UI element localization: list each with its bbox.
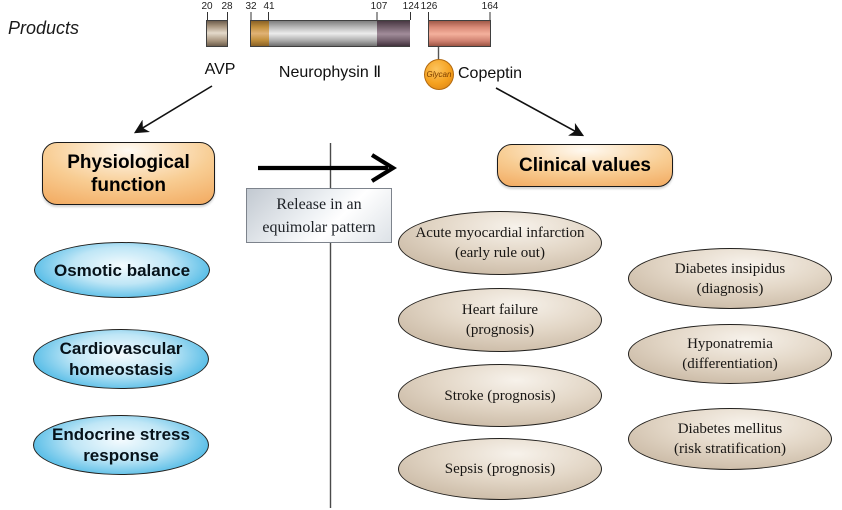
sequence-tick-label: 126	[420, 1, 438, 12]
sequence-tick-label: 20	[201, 1, 213, 12]
physiological-function-box: Physiological function	[42, 142, 215, 205]
neurophysin-gray-segment	[269, 21, 377, 46]
clinical-ellipse-heart-failure: Heart failure (prognosis)	[398, 288, 602, 352]
avp-label: AVP	[204, 61, 236, 78]
clinical-ellipse-sepsis: Sepsis (prognosis)	[398, 438, 602, 500]
neurophysin-label: Neurophysin Ⅱ	[278, 64, 382, 81]
function-ellipse-endocrine-stress-response: Endocrine stress response	[33, 415, 209, 475]
avp-segment-bar	[206, 20, 228, 47]
clinical-ellipse-diabetes-mellitus: Diabetes mellitus (risk stratification)	[628, 408, 832, 470]
clinical-values-box: Clinical values	[497, 144, 673, 187]
clinical-ellipse-acute-myocardial-infarction: Acute myocardial infarction (early rule …	[398, 211, 602, 275]
glycan-badge: Glycan	[424, 59, 454, 90]
sequence-tick-label: 28	[221, 1, 233, 12]
sequence-tick-lines	[207, 12, 491, 20]
copeptin-segment-bar	[428, 20, 491, 47]
sequence-tick-label: 164	[481, 1, 499, 12]
sequence-tick-label: 107	[370, 1, 388, 12]
release-arrow	[258, 153, 397, 183]
copeptin-to-clinical-arrow	[495, 87, 585, 137]
equimolar-release-note: Release in an equimolar pattern	[246, 188, 392, 243]
products-section-label: Products	[8, 18, 80, 38]
avp-to-function-arrow	[133, 85, 213, 134]
function-ellipse-osmotic-balance: Osmotic balance	[34, 242, 210, 298]
glycan-label: Glycan	[426, 70, 452, 79]
sequence-tick-label: 32	[245, 1, 257, 12]
neurophysin-segment-bar	[250, 20, 410, 47]
sequence-tick-label: 124	[402, 1, 420, 12]
function-ellipse-cardiovascular-homeostasis: Cardiovascular homeostasis	[33, 329, 209, 389]
neurophysin-orange-segment	[251, 21, 269, 46]
copeptin-label: Copeptin	[458, 65, 523, 82]
neurophysin-purple-segment	[377, 21, 410, 46]
clinical-ellipse-diabetes-insipidus: Diabetes insipidus (diagnosis)	[628, 248, 832, 309]
clinical-ellipse-hyponatremia: Hyponatremia (differentiation)	[628, 324, 832, 384]
sequence-tick-label: 41	[263, 1, 275, 12]
clinical-ellipse-stroke: Stroke (prognosis)	[398, 364, 602, 427]
